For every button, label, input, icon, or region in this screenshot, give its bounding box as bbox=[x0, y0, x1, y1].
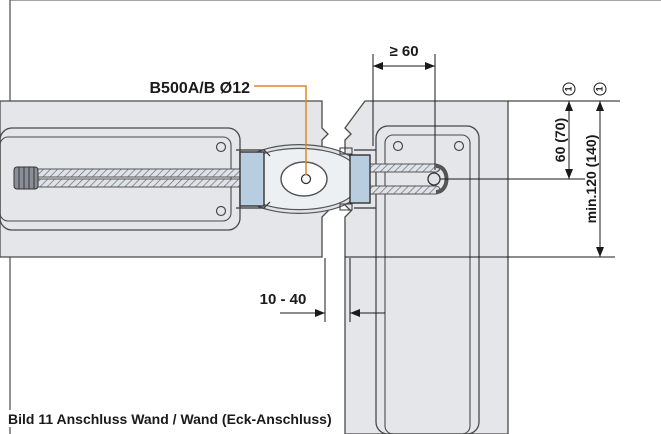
gap-top-dimension bbox=[372, 54, 436, 170]
wire-rope bbox=[19, 178, 253, 188]
wire-rope bbox=[359, 163, 441, 173]
wire-rope-loops bbox=[13, 144, 449, 214]
gap-top-label: ≥ 60 bbox=[389, 43, 418, 60]
right-stirrup bbox=[375, 125, 480, 434]
dim-inner-label: 60 (70) bbox=[552, 118, 568, 162]
marker-2: 1 bbox=[594, 86, 604, 91]
wire-rope bbox=[19, 168, 253, 178]
rebar-dot bbox=[392, 140, 404, 152]
wire-rope bbox=[359, 185, 441, 195]
gap-bottom-label: 10 - 40 bbox=[260, 291, 307, 308]
marker-1: 1 bbox=[563, 86, 573, 91]
rebar-dot bbox=[215, 205, 227, 217]
gap-bottom-dimension bbox=[280, 258, 385, 322]
box-brackets bbox=[236, 147, 376, 211]
dim-outer-label: min.120 (140) bbox=[583, 135, 599, 224]
marker-circles bbox=[562, 82, 607, 96]
figure-caption: Bild 11 Anschluss Wand / Wand (Eck-Ansch… bbox=[6, 410, 336, 427]
rope-end-sleeve bbox=[13, 166, 39, 190]
left-bracket bbox=[239, 151, 265, 207]
rebar-dot bbox=[215, 141, 227, 153]
vertical-dimensions bbox=[345, 100, 620, 258]
rebar-cross-section bbox=[300, 173, 312, 185]
rebar-dot bbox=[453, 140, 465, 152]
rebar-leader bbox=[254, 85, 307, 175]
right-bracket bbox=[349, 154, 371, 204]
rebar-label: B500A/B Ø12 bbox=[150, 80, 251, 97]
right-wall bbox=[344, 100, 509, 434]
